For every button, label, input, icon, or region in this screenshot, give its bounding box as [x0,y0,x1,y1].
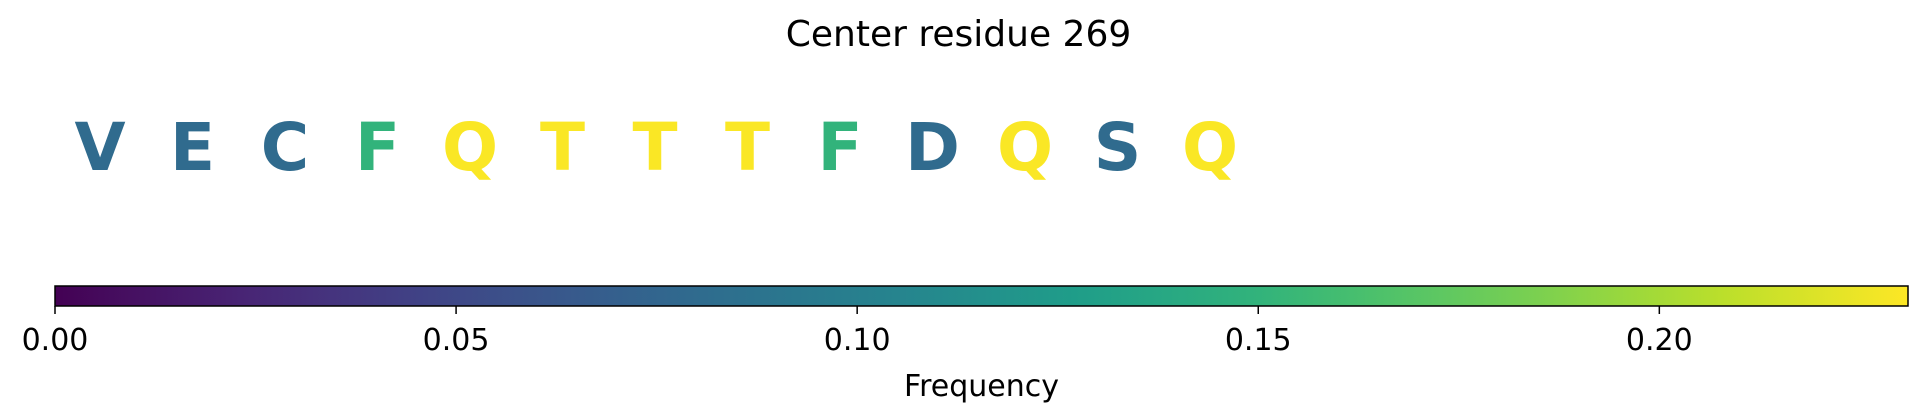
residue-letter: S [1093,109,1142,186]
residue-letter: T [539,109,586,186]
residue-letter: T [724,109,771,186]
colorbar: 0.00 0.05 0.10 0.15 0.20 Frequency [22,285,1909,404]
residue-letter: T [632,109,678,186]
residue-letter: Q [996,109,1054,186]
residue-letter: V [74,109,126,186]
colorbar-label: Frequency [904,369,1059,404]
colorbar-tick-label: 0.05 [423,323,490,358]
residue-letter: E [169,109,216,186]
colorbar-ticks: 0.00 0.05 0.10 0.15 0.20 [22,306,1693,358]
colorbar-tick-label: 0.15 [1225,323,1292,358]
residue-letter: F [354,109,401,186]
colorbar-gradient [54,285,1909,307]
residue-letter: F [817,109,863,186]
residue-letter: Q [441,109,499,186]
residue-letter: D [905,109,960,186]
colorbar-tick-label: 0.20 [1626,323,1693,358]
chart-title: Center residue 269 [785,14,1132,55]
residue-letter: C [260,109,310,186]
colorbar-tick-label: 0.00 [22,323,89,358]
colorbar-tick-label: 0.10 [824,323,891,358]
residue-letter: Q [1181,109,1239,186]
